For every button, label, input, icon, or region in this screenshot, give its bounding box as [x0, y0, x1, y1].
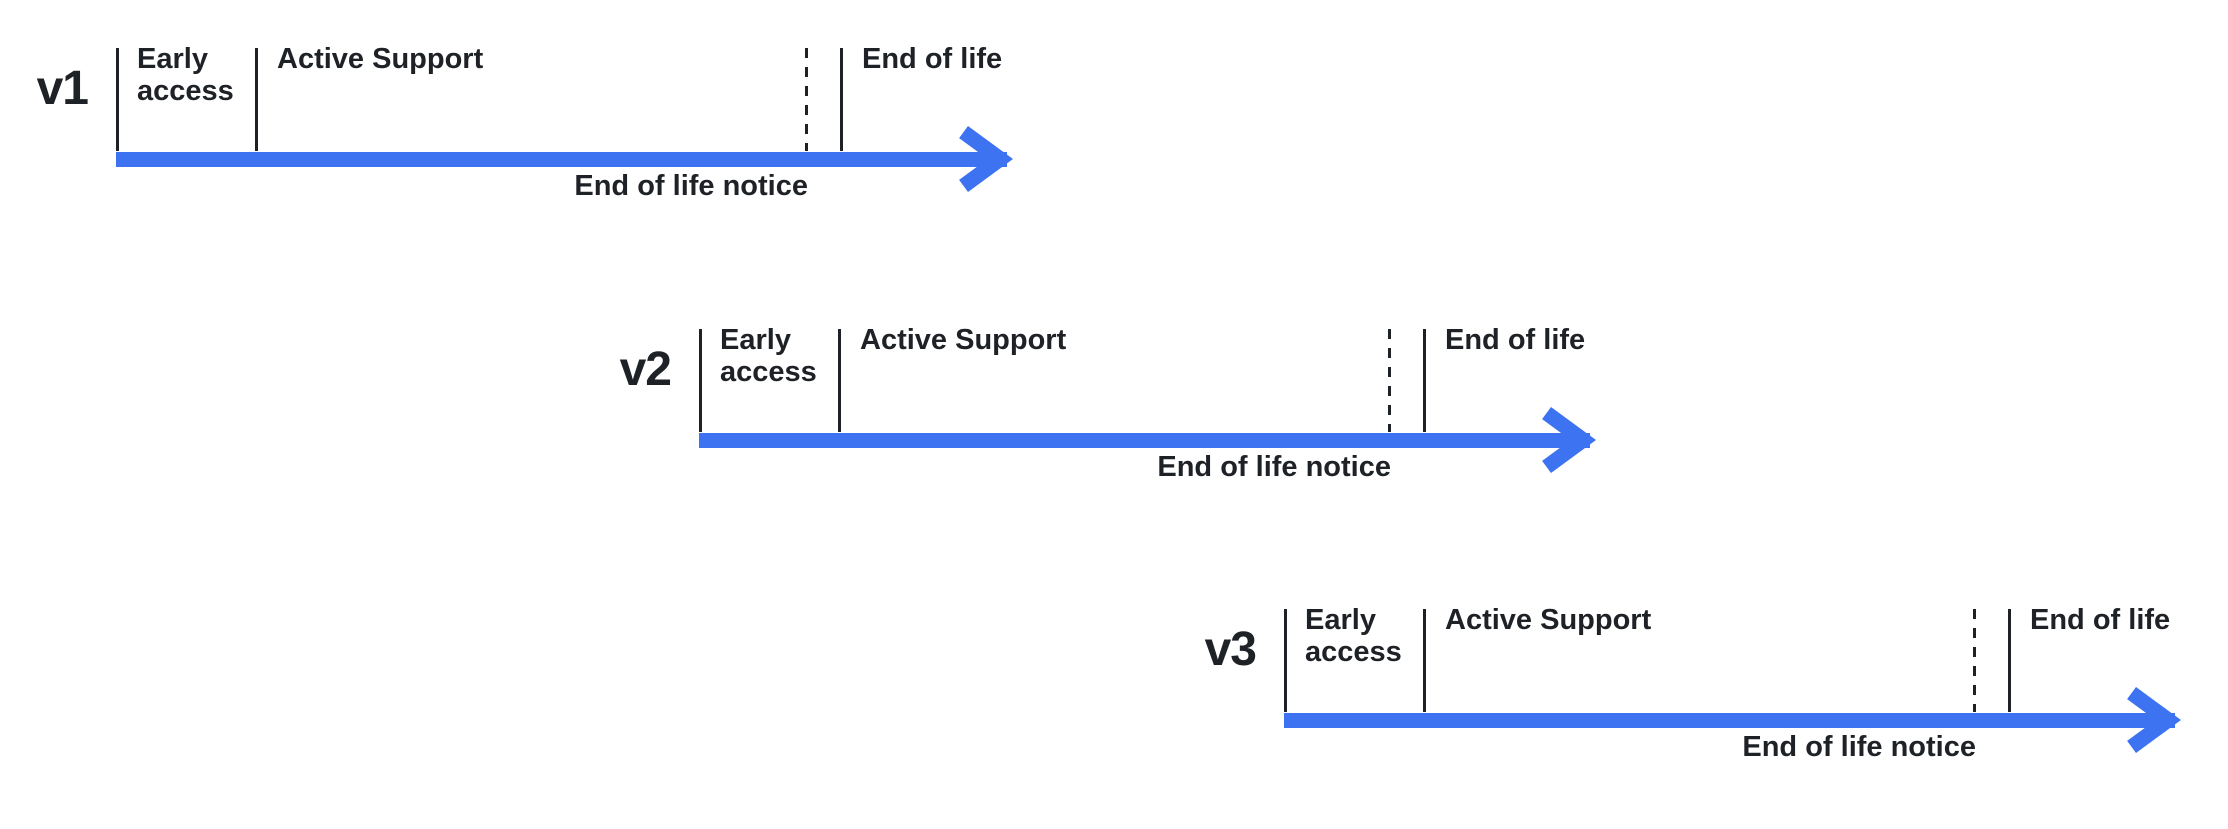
active-support-start-tick: [255, 48, 258, 151]
end-of-life-notice-label: End of life notice: [1157, 451, 1391, 483]
active-support-label: Active Support: [1445, 604, 1652, 636]
end-of-life-tick: [840, 48, 843, 151]
eol-notice-dashed-tick: [1388, 329, 1391, 432]
arrow-head-icon: [1542, 407, 1596, 473]
active-support-label: Active Support: [277, 43, 484, 75]
timeline-arrow-bar: [699, 433, 1590, 448]
end-of-life-label: End of life: [1445, 324, 1586, 356]
eol-notice-dashed-tick: [1973, 609, 1976, 712]
early-access-label: Early access: [1305, 604, 1402, 668]
arrow-head-icon: [959, 126, 1013, 192]
timeline-row-v3: v3 Early access Active Support End of li…: [1205, 604, 2228, 829]
early-access-start-tick: [116, 48, 119, 151]
end-of-life-notice-label: End of life notice: [574, 170, 808, 202]
early-access-label: Early access: [720, 324, 817, 388]
early-access-label: Early access: [137, 43, 234, 107]
active-support-start-tick: [1423, 609, 1426, 712]
early-access-start-tick: [1284, 609, 1287, 712]
end-of-life-tick: [1423, 329, 1426, 432]
end-of-life-label: End of life: [2030, 604, 2171, 636]
end-of-life-notice-label: End of life notice: [1742, 731, 1976, 763]
active-support-start-tick: [838, 329, 841, 432]
eol-notice-dashed-tick: [805, 48, 808, 151]
timeline-arrow-bar: [1284, 713, 2175, 728]
version-label: v2: [619, 343, 672, 396]
active-support-label: Active Support: [860, 324, 1067, 356]
version-label: v1: [36, 62, 89, 115]
version-label: v3: [1204, 623, 1257, 676]
early-access-start-tick: [699, 329, 702, 432]
end-of-life-tick: [2008, 609, 2011, 712]
timeline-row-v2: v2 Early access Active Support End of li…: [620, 324, 1661, 549]
timeline-row-v1: v1 Early access Active Support End of li…: [37, 43, 1078, 268]
timeline-arrow-bar: [116, 152, 1007, 167]
end-of-life-label: End of life: [862, 43, 1003, 75]
arrow-head-icon: [2127, 687, 2181, 753]
